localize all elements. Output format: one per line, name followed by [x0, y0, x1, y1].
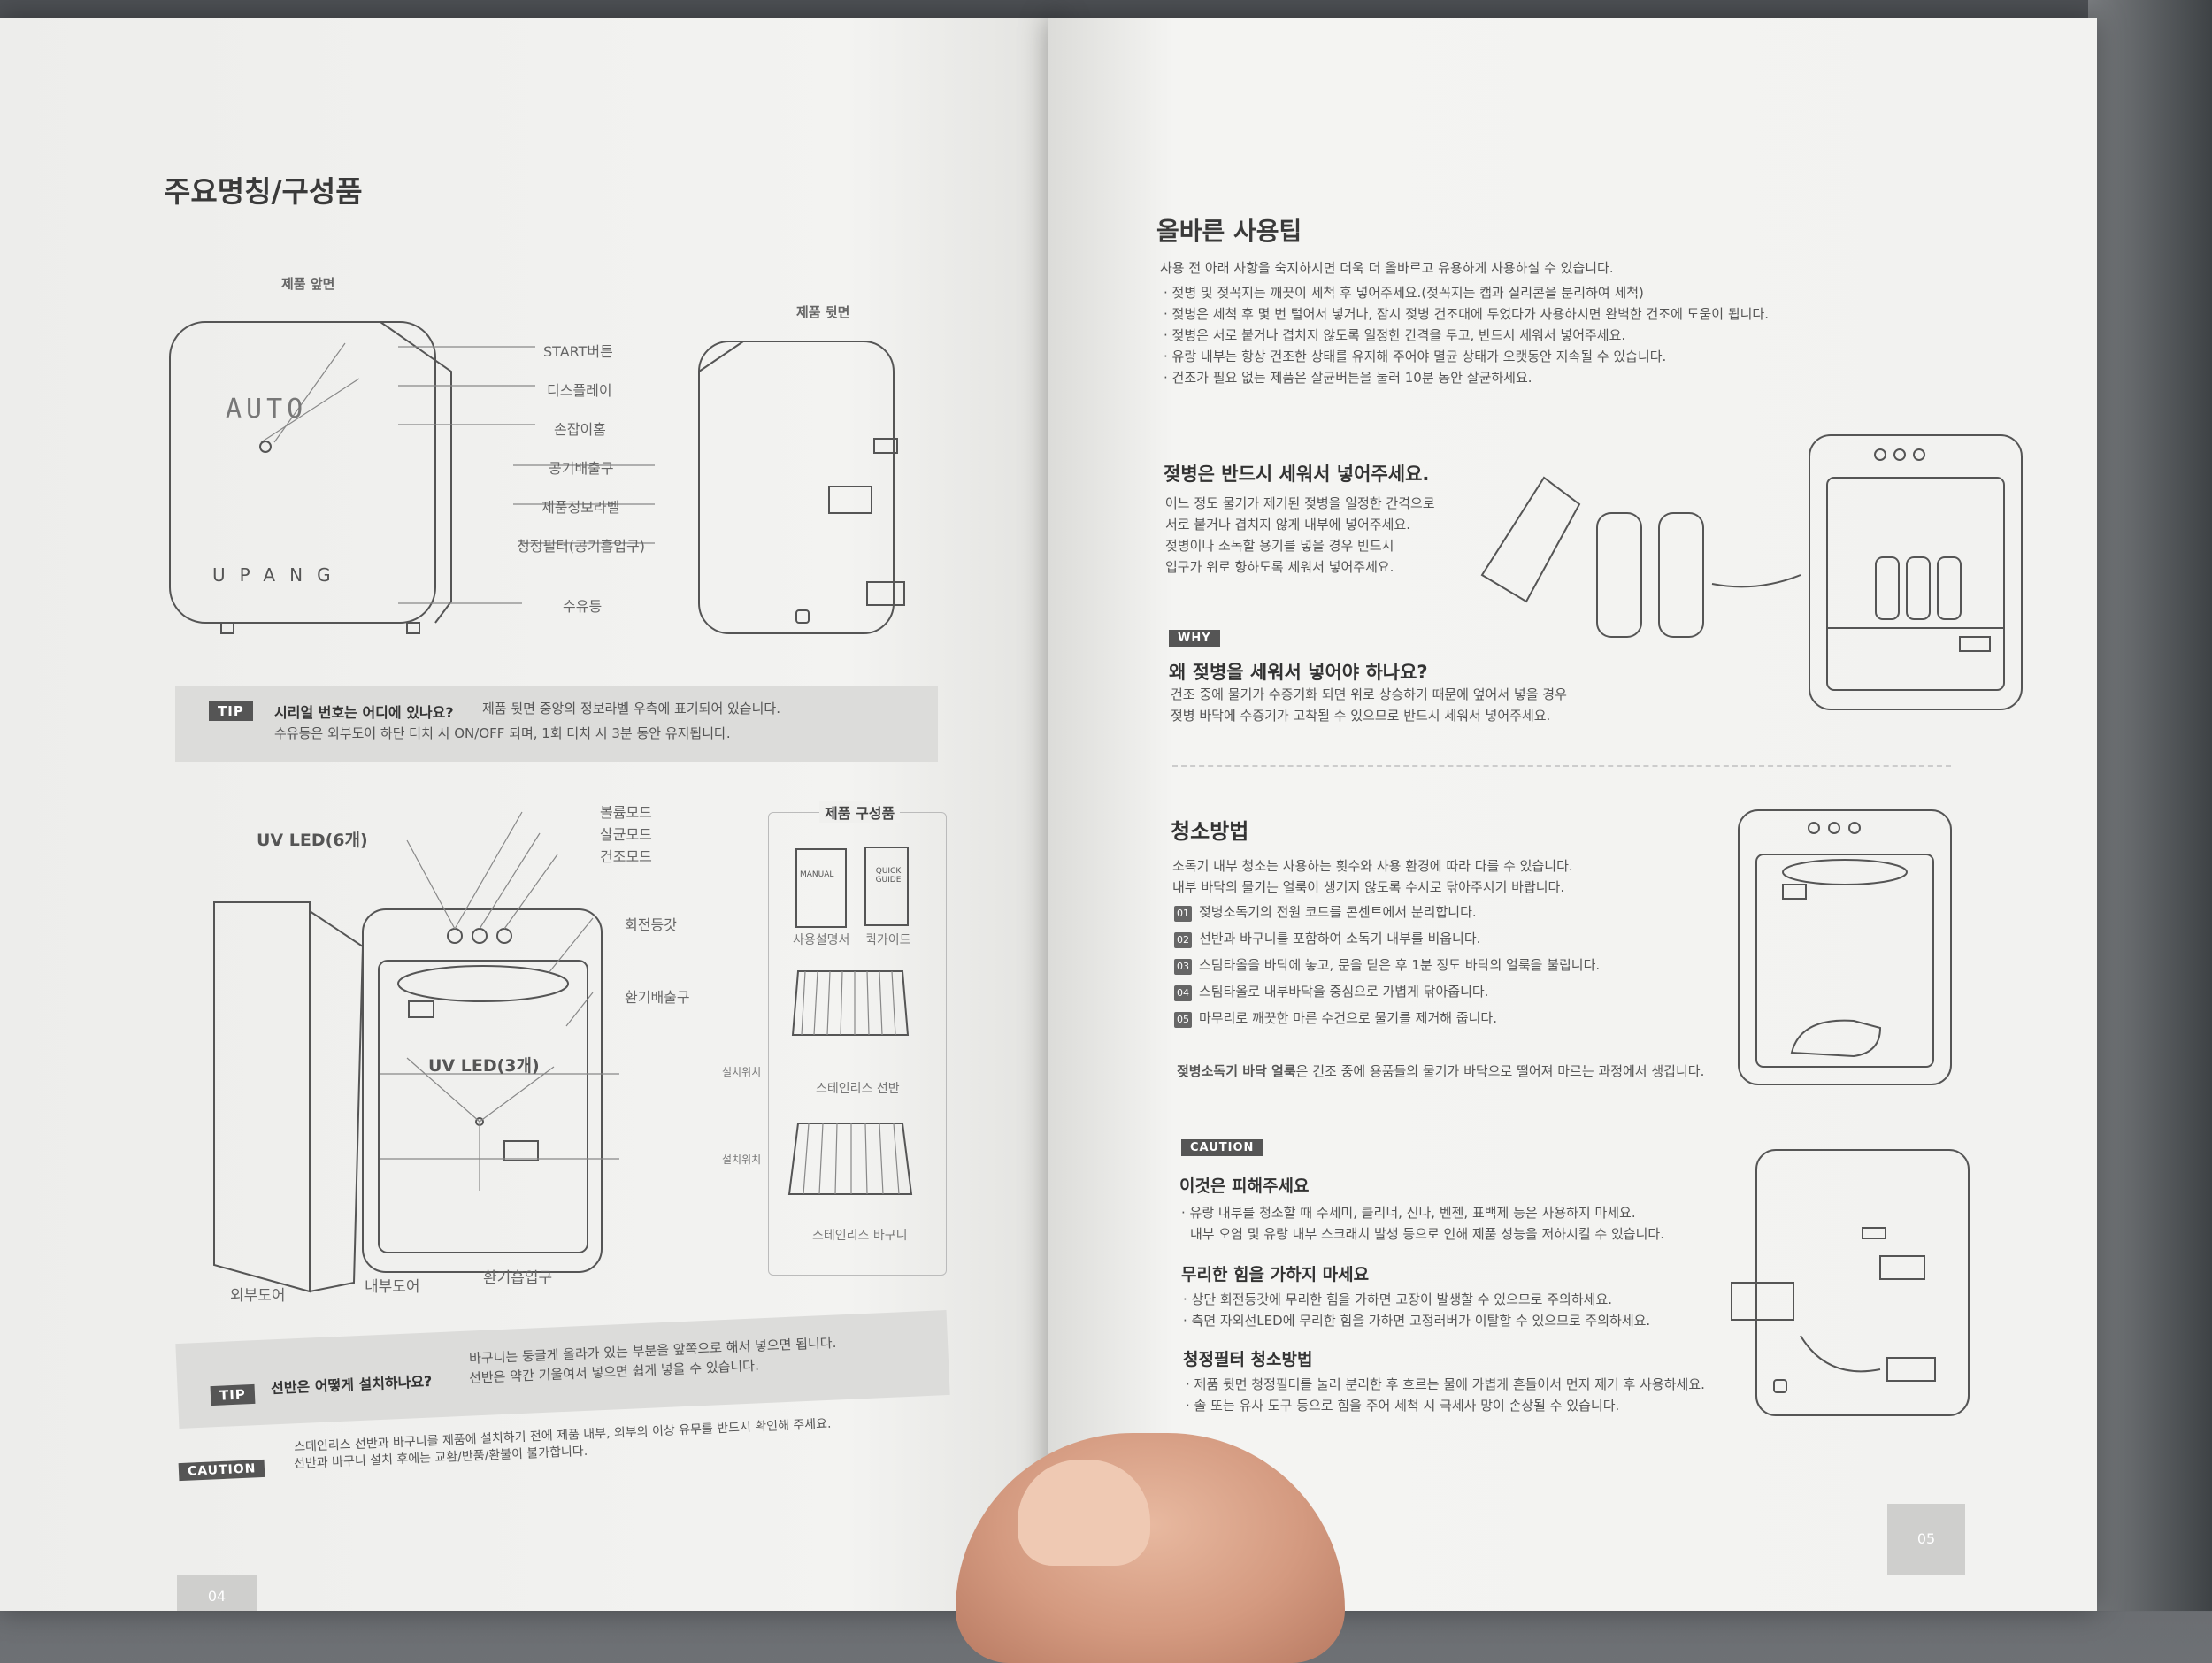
- usage-tip-1: · 젖병 및 젖꼭지는 깨끗이 세척 후 넣어주세요.(젖꼭지는 캡과 실리콘을…: [1164, 281, 1644, 305]
- air-intake-label: 환기흡입구: [483, 1265, 552, 1287]
- cleaning-step-4: 04 스팀타올로 내부바닥을 중심으로 가볍게 닦아줍니다.: [1174, 980, 1488, 1004]
- inner-door-label: 내부도어: [365, 1274, 420, 1296]
- step-number-badge: 04: [1174, 985, 1192, 1001]
- step-number-badge: 02: [1174, 932, 1192, 948]
- callout-filter: 청정필터(공기흡입구): [517, 534, 645, 556]
- force-title: 무리한 힘을 가하지 마세요: [1181, 1261, 1369, 1285]
- callout-display: 디스플레이: [547, 379, 612, 400]
- avoid-title: 이것은 피해주세요: [1179, 1173, 1309, 1197]
- usage-tip-5: · 건조가 필요 없는 제품은 살균버튼을 눌러 10분 동안 살균하세요.: [1164, 366, 1532, 390]
- component-quick-guide: 퀵가이드: [865, 931, 911, 948]
- filter-line-1: · 제품 뒷면 청정필터를 눌러 분리한 후 흐르는 물에 가볍게 흔들어서 먼…: [1186, 1373, 1705, 1397]
- components-title: 제품 구성품: [819, 801, 900, 823]
- avoid-line-2: 내부 오염 및 유랑 내부 스크래치 발생 등으로 인해 제품 성능을 저하시킬…: [1190, 1222, 1664, 1246]
- cleaning-step-5: 05 마무리로 깨끗한 마른 수건으로 물기를 제거해 줍니다.: [1174, 1007, 1497, 1031]
- cleaning-illustration: [1730, 796, 2013, 1097]
- usage-tips-title: 올바른 사용팁: [1156, 212, 1302, 248]
- component-manual: 사용설명서: [793, 931, 849, 948]
- quick-guide-cover-text: QUICK GUIDE: [871, 867, 906, 885]
- page-number-left: 04: [177, 1575, 257, 1611]
- mode-label-sterilize: 살균모드: [600, 823, 652, 844]
- upright-line-3: 젖병이나 소독할 용기를 넣을 경우 빈드시: [1165, 534, 1394, 558]
- mode-label-dry: 건조모드: [600, 845, 652, 866]
- callout-handle: 손잡이홈: [554, 418, 606, 439]
- upright-title: 젖병은 반드시 세워서 넣어주세요.: [1164, 460, 1429, 487]
- upright-line-2: 서로 붙거나 겹치지 않게 내부에 넣어주세요.: [1165, 513, 1410, 537]
- cleaning-step-3: 03 스팀타올을 바닥에 놓고, 문을 닫은 후 1분 정도 바닥의 얼룩을 불립…: [1174, 954, 1600, 977]
- tip-tag: TIP: [209, 701, 253, 721]
- caution-tag-left: CAUTION: [179, 1460, 265, 1481]
- tip-text-line1: 제품 뒷면 중앙의 정보라벨 우측에 표기되어 있습니다.: [482, 697, 780, 721]
- component-shelf: 스테인리스 선반: [816, 1079, 900, 1097]
- filter-illustration: [1730, 1141, 2013, 1442]
- install-position-label-1: 설치위치: [722, 1064, 761, 1079]
- usage-tip-2: · 젖병은 세척 후 몇 번 털어서 넣거나, 잠시 젖병 건조대에 두었다가 …: [1164, 303, 1769, 326]
- force-line-1: · 상단 회전등갓에 무리한 힘을 가하면 고장이 발생할 수 있으므로 주의하…: [1183, 1288, 1612, 1312]
- cleaning-note: 젖병소독기 바닥 얼룩은 건조 중에 용품들의 물기가 바닥으로 떨어져 마르는…: [1177, 1060, 1704, 1084]
- why-title: 왜 젖병을 세워서 넣어야 하나요?: [1169, 658, 1428, 685]
- cleaning-intro-2: 내부 바닥의 물기는 얼룩이 생기지 않도록 수시로 닦아주시기 바랍니다.: [1172, 876, 1564, 900]
- front-view-label: 제품 앞면: [281, 274, 334, 293]
- step-text: 젖병소독기의 전원 코드를 콘센트에서 분리합니다.: [1199, 904, 1477, 920]
- callout-nursing-light: 수유등: [563, 594, 602, 616]
- why-line-1: 건조 중에 물기가 수증기화 되면 위로 상승하기 때문에 엎어서 넣을 경우: [1171, 683, 1567, 707]
- front-brand-logo: UPANG: [212, 564, 345, 586]
- cleaning-note-bold: 젖병소독기 바닥 얼룩: [1177, 1063, 1296, 1079]
- upright-line-1: 어느 정도 물기가 제거된 젖병을 일정한 간격으로: [1165, 492, 1435, 516]
- why-line-2: 젖병 바닥에 수증기가 고착될 수 있으므로 반드시 세워서 넣어주세요.: [1171, 704, 1550, 728]
- why-tag: WHY: [1169, 630, 1220, 647]
- tip-shelf-tag: TIP: [211, 1384, 256, 1406]
- background-right: [2088, 0, 2212, 1611]
- callout-info-label: 제품정보라벨: [541, 495, 619, 517]
- component-basket: 스테인리스 바구니: [812, 1226, 908, 1244]
- step-number-badge: 01: [1174, 906, 1192, 922]
- install-position-label-2: 설치위치: [722, 1152, 761, 1167]
- step-text: 마무리로 깨끗한 마른 수건으로 물기를 제거해 줍니다.: [1199, 1010, 1497, 1026]
- force-line-2: · 측면 자외선LED에 무리한 힘을 가하면 고정러버가 이탈할 수 있으므로…: [1183, 1309, 1650, 1333]
- tip-question: 시리얼 번호는 어디에 있나요?: [274, 701, 454, 722]
- cleaning-title: 청소방법: [1171, 814, 1248, 845]
- tip-text-line2: 수유등은 외부도어 하단 터치 시 ON/OFF 되며, 1회 터치 시 3분 …: [274, 722, 731, 746]
- filter-line-2: · 솔 또는 유사 도구 등으로 힘을 주어 세척 시 극세사 망이 손상될 수…: [1186, 1394, 1619, 1418]
- step-text: 선반과 바구니를 포함하여 소독기 내부를 비웁니다.: [1199, 931, 1480, 946]
- left-page: 주요명칭/구성품 제품 앞면 제품 뒷면 AUTO UPANG: [0, 18, 1062, 1611]
- cleaning-note-rest: 은 건조 중에 용품들의 물기가 바닥으로 떨어져 마르는 과정에서 생깁니다.: [1296, 1063, 1705, 1079]
- caution-tag-right: CAUTION: [1181, 1139, 1263, 1156]
- usage-tip-4: · 유랑 내부는 항상 건조한 상태를 유지해 주어야 멸균 상태가 오랫동안 …: [1164, 345, 1666, 369]
- right-page: 올바른 사용팁 사용 전 아래 사항을 숙지하시면 더욱 더 올바르고 유용하게…: [1048, 18, 2097, 1611]
- uv-led-3-label: UV LED(3개): [428, 1053, 540, 1077]
- rotating-lamp-label: 회전등갓: [625, 913, 677, 934]
- uv-led-6-label: UV LED(6개): [257, 827, 368, 851]
- thumb: [1018, 1460, 1150, 1566]
- step-text: 스팀타올로 내부바닥을 중심으로 가볍게 닦아줍니다.: [1199, 984, 1488, 1000]
- step-text: 스팀타올을 바닥에 놓고, 문을 닫은 후 1분 정도 바닥의 얼룩을 불립니다…: [1199, 957, 1600, 973]
- exhaust-label: 환기배출구: [625, 985, 690, 1007]
- outer-door-label: 외부도어: [230, 1283, 286, 1305]
- cleaning-step-1: 01 젖병소독기의 전원 코드를 콘센트에서 분리합니다.: [1174, 900, 1477, 924]
- mode-label-volume: 볼륨모드: [600, 801, 652, 822]
- step-number-badge: 05: [1174, 1012, 1192, 1028]
- interior-illustration: [204, 787, 805, 1300]
- bottle-illustration: [1438, 425, 2075, 725]
- callout-start-button: START버튼: [543, 340, 613, 361]
- avoid-line-1: · 유랑 내부를 청소할 때 수세미, 클리너, 신나, 벤젠, 표백제 등은 …: [1181, 1201, 1636, 1225]
- upright-line-4: 입구가 위로 향하도록 세워서 넣어주세요.: [1165, 556, 1394, 579]
- section-divider: [1172, 765, 1951, 767]
- step-number-badge: 03: [1174, 959, 1192, 975]
- page-title: 주요명칭/구성품: [164, 168, 363, 211]
- callout-air-outlet: 공기배출구: [549, 456, 614, 478]
- manual-cover-text: MANUAL: [800, 870, 833, 879]
- usage-tip-3: · 젖병은 서로 붙거나 겹치지 않도록 일정한 간격을 두고, 반드시 세워서…: [1164, 324, 1625, 348]
- cleaning-intro-1: 소독기 내부 청소는 사용하는 횟수와 사용 환경에 따라 다를 수 있습니다.: [1172, 854, 1573, 878]
- components-illustration: [787, 840, 938, 1247]
- manual-booklet: 주요명칭/구성품 제품 앞면 제품 뒷면 AUTO UPANG: [0, 18, 2106, 1611]
- page-number-right: 05: [1887, 1504, 1965, 1575]
- front-display-text: AUTO: [226, 394, 307, 425]
- usage-tips-intro: 사용 전 아래 사항을 숙지하시면 더욱 더 올바르고 유용하게 사용하실 수 …: [1160, 257, 1614, 280]
- filter-title: 청정필터 청소방법: [1183, 1346, 1312, 1370]
- cleaning-step-2: 02 선반과 바구니를 포함하여 소독기 내부를 비웁니다.: [1174, 927, 1480, 951]
